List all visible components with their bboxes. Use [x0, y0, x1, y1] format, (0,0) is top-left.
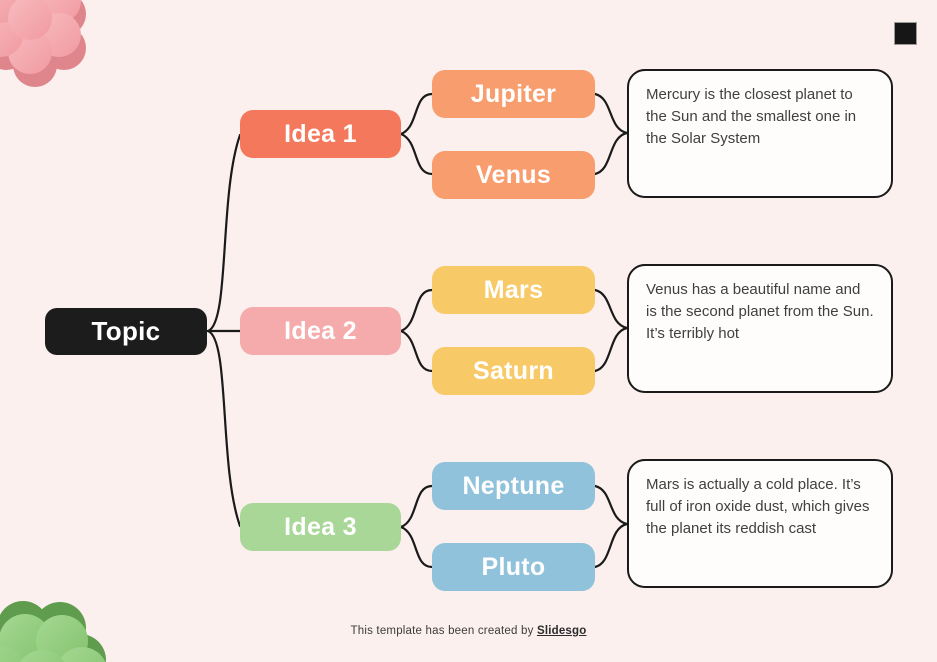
black-square-shape[interactable] [894, 22, 917, 45]
topic-node[interactable]: Topic [45, 308, 207, 355]
connector-neptune-note3 [593, 484, 629, 526]
jupiter-node[interactable]: Jupiter [432, 70, 595, 118]
note-text-1: Mercury is the closest planet to the Sun… [646, 86, 857, 147]
venus-node[interactable]: Venus [432, 151, 595, 199]
connector-venus-note1 [593, 131, 629, 176]
note-box-1[interactable]: Mercury is the closest planet to the Sun… [627, 69, 893, 198]
connector-idea3-neptune [399, 484, 434, 529]
connector-topic-idea1 [206, 133, 242, 333]
pink-flower-decoration [0, 0, 86, 87]
connector-idea2-mars [399, 288, 434, 333]
connector-topic-idea3 [206, 329, 242, 528]
connector-saturn-note2 [593, 326, 629, 373]
connector-pluto-note3 [593, 522, 629, 569]
connector-idea3-pluto [399, 525, 434, 569]
connector-jupiter-note1 [593, 92, 629, 135]
template-credit: This template has been created by Slides… [0, 625, 937, 637]
green-flower-decoration [0, 601, 106, 662]
connector-mars-note2 [593, 288, 629, 330]
note-box-3[interactable]: Mars is actually a cold place. It’s full… [627, 459, 893, 588]
note-box-2[interactable]: Venus has a beautiful name and is the se… [627, 264, 893, 393]
mars-node[interactable]: Mars [432, 266, 595, 314]
neptune-node[interactable]: Neptune [432, 462, 595, 510]
connector-idea1-jupiter [399, 92, 434, 136]
credit-text: This template has been created by [350, 625, 537, 637]
idea-1-node[interactable]: Idea 1 [240, 110, 401, 158]
note-text-3: Mars is actually a cold place. It’s full… [646, 476, 870, 537]
slidesgo-link[interactable]: Slidesgo [536, 625, 587, 637]
connector-idea1-venus [399, 132, 434, 176]
idea-3-node[interactable]: Idea 3 [240, 503, 401, 551]
note-text-2: Venus has a beautiful name and is the se… [646, 281, 874, 342]
idea-2-node[interactable]: Idea 2 [240, 307, 401, 355]
saturn-node[interactable]: Saturn [432, 347, 595, 395]
pluto-node[interactable]: Pluto [432, 543, 595, 591]
connector-idea2-saturn [399, 329, 434, 373]
